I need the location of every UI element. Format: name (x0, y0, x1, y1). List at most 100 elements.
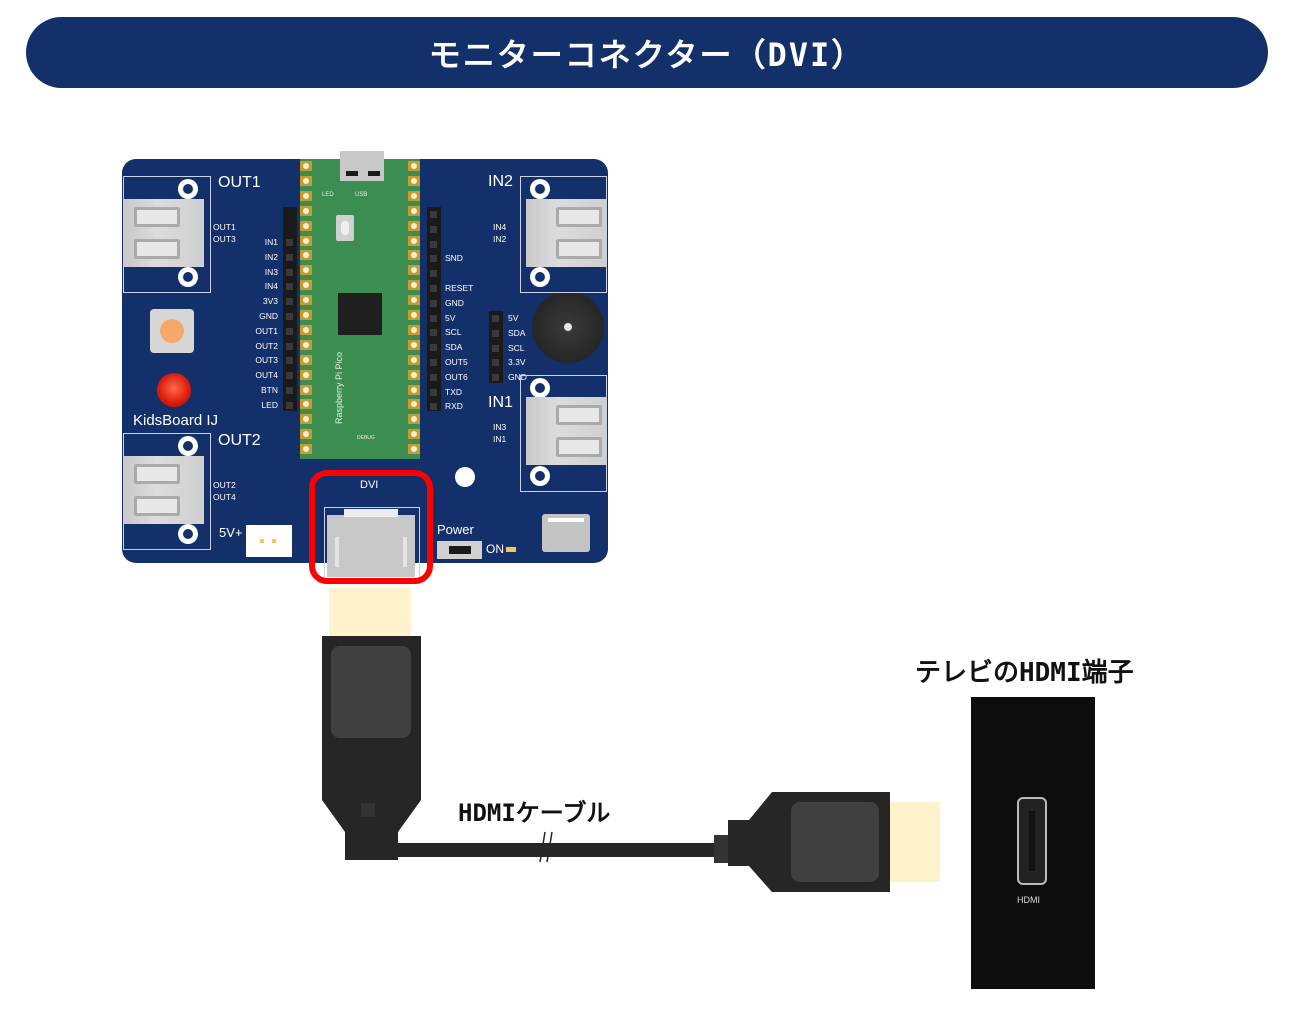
pin-label: OUT3 (255, 355, 278, 366)
usb-a-connector-in2 (526, 199, 606, 267)
kidsboard: OUT1 OUT1 OUT3 KidsBoard IJ OUT2 OUT2 OU… (122, 159, 608, 579)
mount-hole (178, 179, 198, 199)
connector-rail (403, 537, 407, 567)
hdmi-plug-grip-top (331, 646, 411, 738)
header-pin (430, 285, 437, 292)
mount-hole (178, 524, 198, 544)
pico-pad (408, 280, 420, 291)
pico-pad (408, 220, 420, 231)
pin-label: SCL (508, 342, 525, 353)
header-pin (286, 327, 293, 335)
pico-pad (408, 205, 420, 216)
in1-port-frame (520, 375, 607, 492)
out2-label: OUT2 (218, 432, 261, 449)
pico-pad (408, 444, 420, 455)
header-pin (286, 387, 293, 394)
pico-pad (300, 399, 312, 410)
usb-slot (134, 496, 180, 516)
tv-panel: HDMI (971, 697, 1095, 989)
out1-sublabel: OUT1 (213, 222, 236, 232)
connector-top (344, 509, 398, 517)
header-pin (492, 359, 499, 367)
board-name: KidsBoard IJ (133, 412, 219, 429)
header-pin (430, 359, 437, 366)
usb-slot (556, 437, 602, 457)
hdmi-port-icon[interactable] (1017, 797, 1047, 885)
pico-pad (300, 205, 312, 216)
pin-label: TXD (445, 386, 462, 397)
bootsel-button[interactable] (336, 215, 354, 241)
pin-label: SCL (445, 327, 462, 338)
power5v-label: 5V+ (219, 525, 243, 540)
pico-led-label: LED (322, 192, 334, 198)
pico-pad (408, 295, 420, 306)
pico-pad (300, 295, 312, 306)
header-pin (430, 225, 437, 233)
pin-label: IN1 (264, 237, 278, 247)
pin-label: SDA (508, 327, 526, 338)
tactile-button[interactable] (150, 309, 194, 353)
pico-pad (408, 369, 420, 380)
buzzer-hole (564, 323, 572, 331)
pin-label: GND (259, 311, 278, 321)
pico-usb-port (340, 151, 384, 181)
title-banner: モニターコネクター（DVI） (26, 17, 1268, 88)
mount-hole (530, 267, 550, 287)
pin (272, 539, 276, 543)
power-switch[interactable] (437, 541, 482, 559)
hdmi-connector-dvi[interactable] (327, 509, 415, 577)
pico-pad (300, 190, 312, 201)
pin-label: SDA (445, 342, 463, 353)
rp2040-chip (338, 293, 382, 335)
pico-pad (300, 250, 312, 261)
pin-label: 3V3 (262, 296, 278, 307)
header-pin (492, 344, 499, 352)
out3-sublabel: OUT3 (213, 234, 236, 244)
header-pin (430, 211, 437, 218)
usb-slot (134, 239, 180, 259)
pin-label: OUT2 (255, 340, 278, 351)
pin-label: IN4 (264, 281, 278, 292)
pin-label: IN3 (264, 266, 278, 277)
hdmi-cable (361, 817, 720, 857)
pico-pad (300, 429, 312, 440)
header-pin (286, 283, 293, 291)
pico-pad (300, 414, 312, 425)
page-title: モニターコネクター（DVI） (428, 35, 866, 74)
cable-strain-relief (361, 803, 375, 817)
pico-pad (408, 414, 420, 425)
header-pin (286, 357, 293, 365)
tv-port-title: テレビのHDMI端子 (915, 658, 1134, 688)
header-pin (430, 388, 437, 396)
pico-pad (300, 235, 312, 246)
pin-label: 5V (445, 312, 456, 323)
pin-label: OUT5 (445, 357, 468, 367)
in1-label: IN1 (488, 394, 513, 411)
pico-pad (300, 324, 312, 335)
pin-label: 5V (508, 313, 519, 323)
pico-pad (408, 310, 420, 320)
pin-label: SND (445, 253, 463, 264)
header-pin (430, 240, 437, 248)
mounting-dot (455, 467, 475, 487)
usb-a-connector-out2 (124, 456, 204, 524)
switch-slider[interactable] (449, 546, 471, 554)
pin-label: LED (261, 399, 278, 410)
pico-pad (408, 324, 420, 335)
mount-hole (530, 466, 550, 486)
pico-pad (408, 354, 420, 365)
hdmi-plug-tip-side (890, 802, 940, 882)
header-pin (430, 255, 437, 263)
cable-label: HDMIケーブル (458, 799, 611, 827)
buzzer (532, 291, 604, 363)
usb-pin (346, 171, 358, 176)
pico-pad (300, 354, 312, 365)
out2-port-frame (123, 433, 211, 550)
usb-a-connector-out1 (124, 199, 204, 267)
pico-usb-label: USB (355, 192, 368, 198)
connector-lip (548, 518, 584, 522)
usb-slot (556, 405, 602, 425)
header-pin (430, 344, 437, 352)
out4-sublabel: OUT4 (213, 492, 236, 502)
